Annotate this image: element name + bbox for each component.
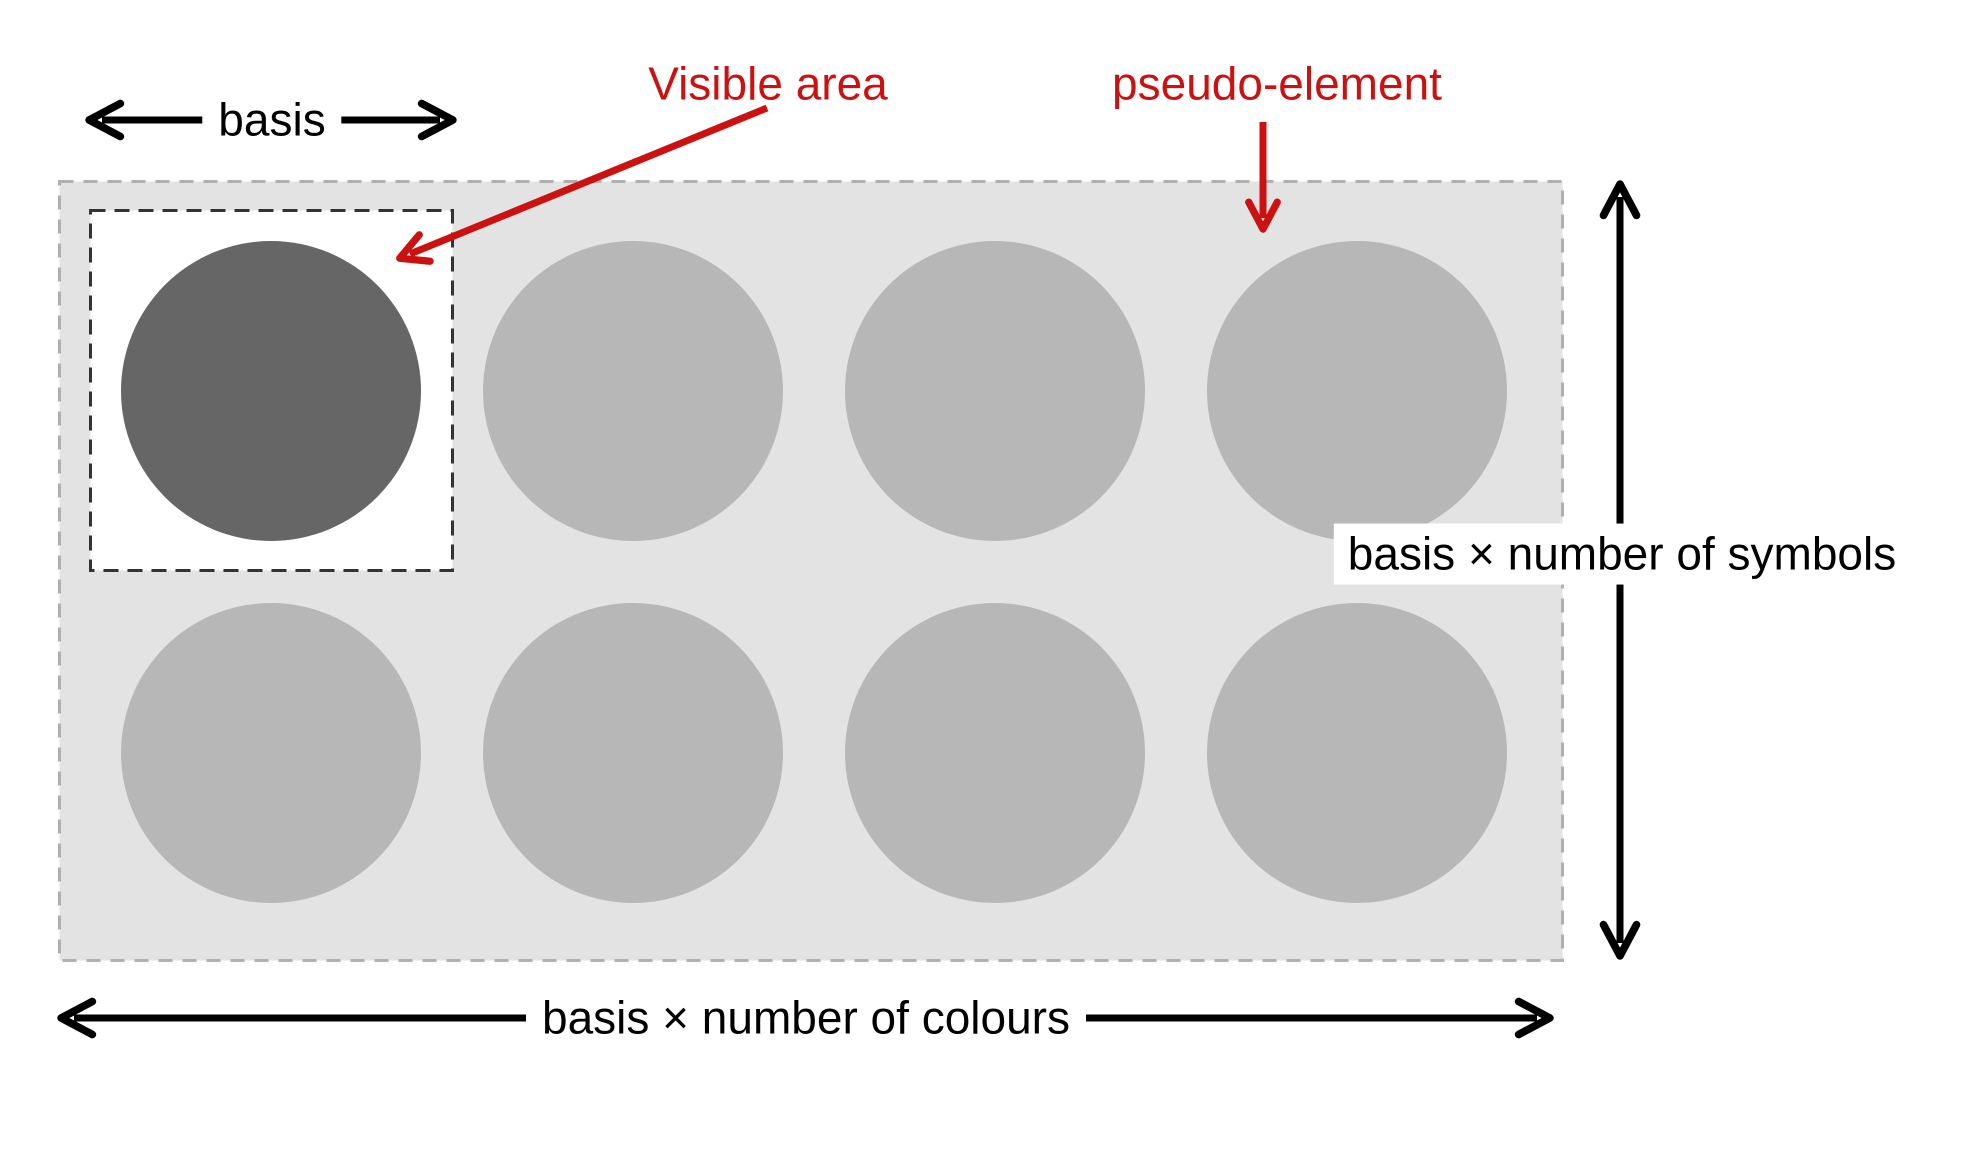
symbol-circle	[1207, 603, 1507, 903]
pseudo-element-label: pseudo-element	[1112, 57, 1442, 110]
symbol-circle	[483, 603, 783, 903]
symbol-circle	[1207, 241, 1507, 541]
visible-area-label: Visible area	[648, 57, 888, 110]
visible-area-arrow-icon	[396, 104, 769, 265]
visible-symbol-circle	[121, 241, 421, 541]
symbol-circle	[483, 241, 783, 541]
symbol-circle	[121, 603, 421, 903]
symbol-circle	[845, 241, 1145, 541]
width-dimension-label: basis × number of colours	[526, 989, 1086, 1047]
height-dimension-label: basis × number of symbols	[1333, 523, 1911, 585]
symbols-grid	[121, 241, 1507, 903]
basis-dimension-label: basis	[202, 91, 342, 149]
symbol-circle	[845, 603, 1145, 903]
